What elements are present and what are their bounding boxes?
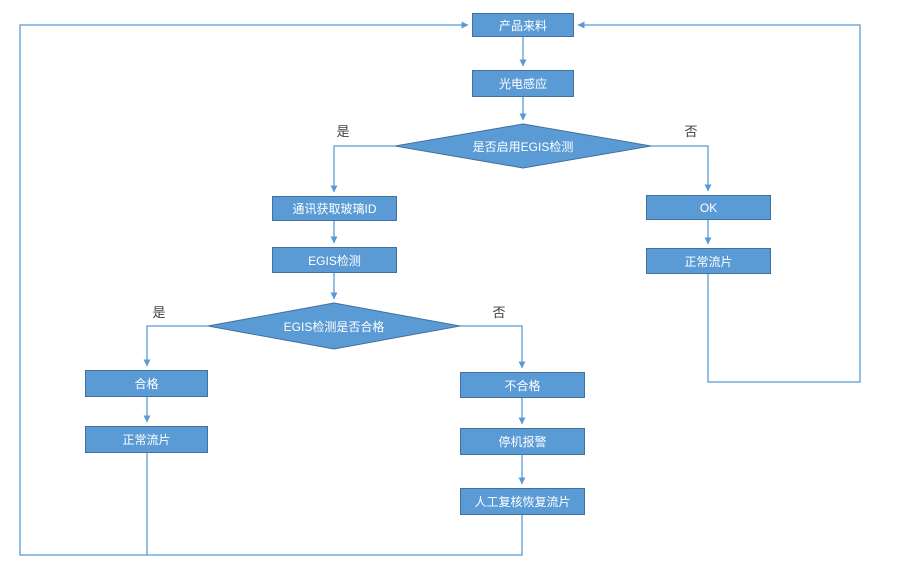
edge-label-result-yes: 是 — [152, 305, 166, 320]
node-manual-review-restore: 人工复核恢复流片 — [460, 488, 585, 515]
node-ok: OK — [646, 195, 771, 220]
connector-result-no — [460, 325, 526, 369]
connector-bottom-feedback — [19, 21, 523, 556]
node-stop-alarm: 停机报警 — [460, 428, 585, 455]
edge-label-enable-no: 否 — [684, 124, 698, 139]
node-unqualified: 不合格 — [460, 372, 585, 398]
node-normal-flow-left: 正常流片 — [85, 426, 208, 453]
decision-egis-enabled-shape — [394, 123, 652, 169]
edge-label-result-no: 否 — [492, 305, 506, 320]
node-get-glass-id: 通讯获取玻璃ID — [272, 196, 397, 221]
decision-egis-result-shape — [207, 302, 461, 350]
node-product-arrival: 产品来料 — [472, 13, 574, 37]
node-normal-flow-right: 正常流片 — [646, 248, 771, 274]
node-qualified: 合格 — [85, 370, 208, 397]
connector-enable-no — [651, 145, 712, 192]
node-photoelectric-sensing: 光电感应 — [472, 70, 574, 97]
connector-result-yes — [143, 325, 208, 367]
edge-label-enable-yes: 是 — [336, 124, 350, 139]
node-egis-inspection: EGIS检测 — [272, 247, 397, 273]
connector-enable-yes — [330, 145, 395, 193]
connector-normal-right-feedback — [577, 21, 861, 383]
